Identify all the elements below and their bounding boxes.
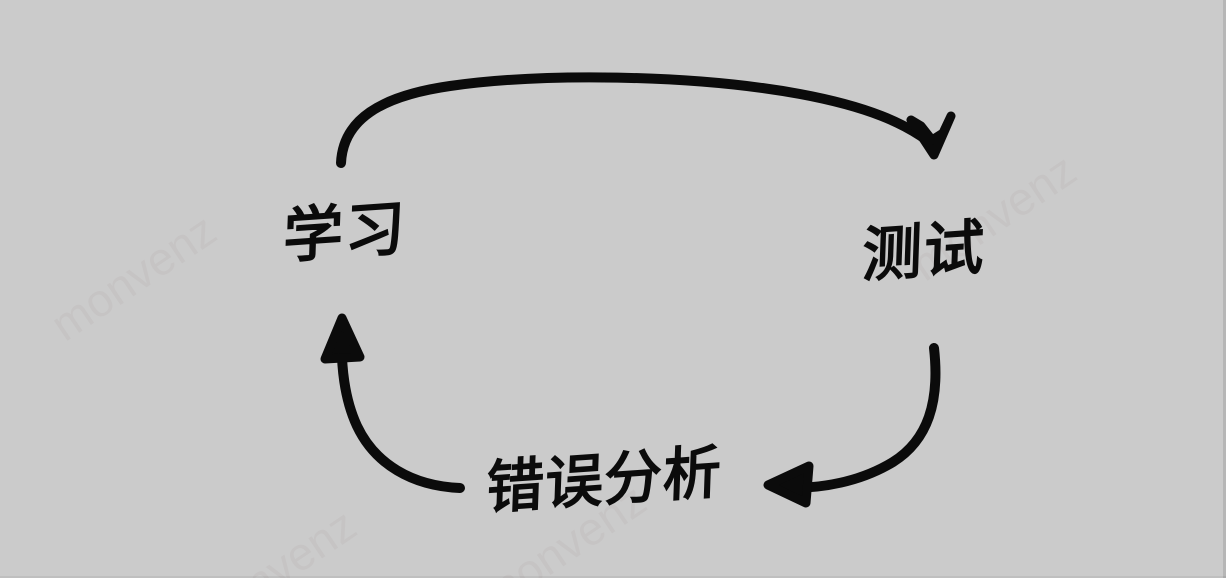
arrowhead-down-right-icon — [906, 111, 956, 160]
arrow-study-to-test — [336, 72, 956, 168]
arrowhead-up-icon — [320, 313, 365, 364]
arrow-error-analysis-to-study-shaft — [336, 333, 465, 493]
arrowhead-left-icon — [763, 461, 814, 508]
arrow-error-analysis-to-study — [320, 313, 465, 493]
canvas-right-edge-shade — [1223, 0, 1226, 578]
node-label-test: 测试 — [860, 213, 988, 290]
canvas-bottom-edge-shade — [0, 576, 1226, 578]
arrow-test-to-error-analysis-shaft — [785, 343, 941, 493]
arrow-study-to-test-shaft — [336, 72, 933, 168]
arrow-test-to-error-analysis — [763, 343, 941, 508]
node-label-study: 学习 — [281, 194, 409, 271]
node-label-error-analysis: 错误分析 — [485, 439, 723, 522]
